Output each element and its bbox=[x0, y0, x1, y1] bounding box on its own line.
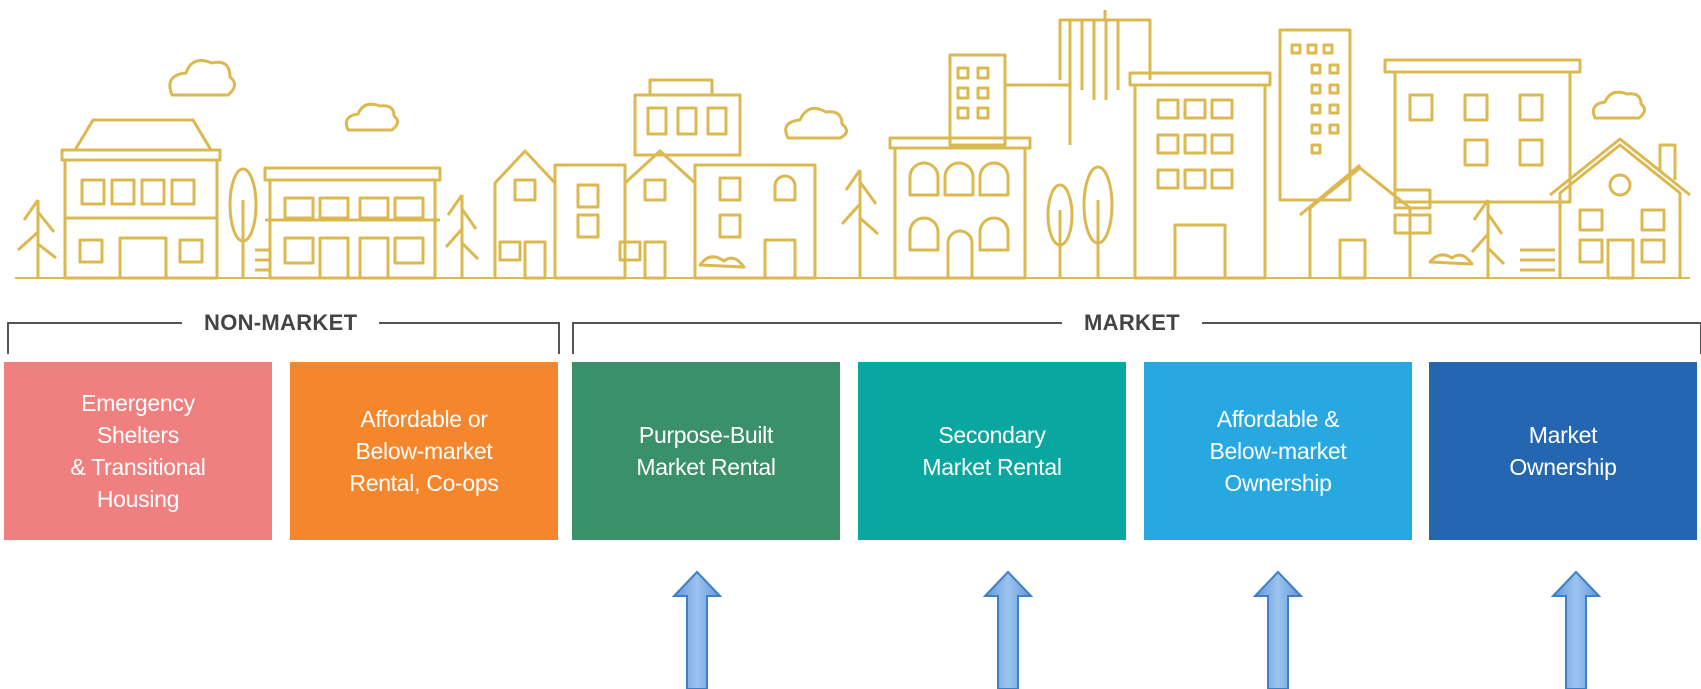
non-market-label: NON-MARKET bbox=[182, 310, 380, 336]
category-purpose-built-rental: Purpose-Built Market Rental bbox=[572, 362, 840, 540]
category-emergency-shelters: Emergency Shelters & Transitional Housin… bbox=[4, 362, 272, 540]
up-arrow-icon bbox=[1551, 570, 1601, 689]
up-arrow-icon bbox=[1253, 570, 1303, 689]
category-label: Market Ownership bbox=[1509, 422, 1617, 480]
category-label: Purpose-Built Market Rental bbox=[636, 422, 776, 480]
city-skyline-illustration bbox=[15, 10, 1691, 280]
up-arrow-icon bbox=[672, 570, 722, 689]
category-label: Affordable or Below-market Rental, Co-op… bbox=[349, 406, 499, 496]
market-bracket: MARKET bbox=[572, 310, 1701, 354]
category-market-ownership: Market Ownership bbox=[1429, 362, 1697, 540]
category-label: Affordable & Below-market Ownership bbox=[1209, 406, 1347, 496]
category-affordable-ownership: Affordable & Below-market Ownership bbox=[1144, 362, 1412, 540]
category-secondary-rental: Secondary Market Rental bbox=[858, 362, 1126, 540]
category-label: Emergency Shelters & Transitional Housin… bbox=[70, 390, 206, 512]
up-arrow-icon bbox=[983, 570, 1033, 689]
category-affordable-rental: Affordable or Below-market Rental, Co-op… bbox=[290, 362, 558, 540]
market-label: MARKET bbox=[1062, 310, 1202, 336]
non-market-bracket: NON-MARKET bbox=[7, 310, 560, 354]
category-label: Secondary Market Rental bbox=[922, 422, 1062, 480]
